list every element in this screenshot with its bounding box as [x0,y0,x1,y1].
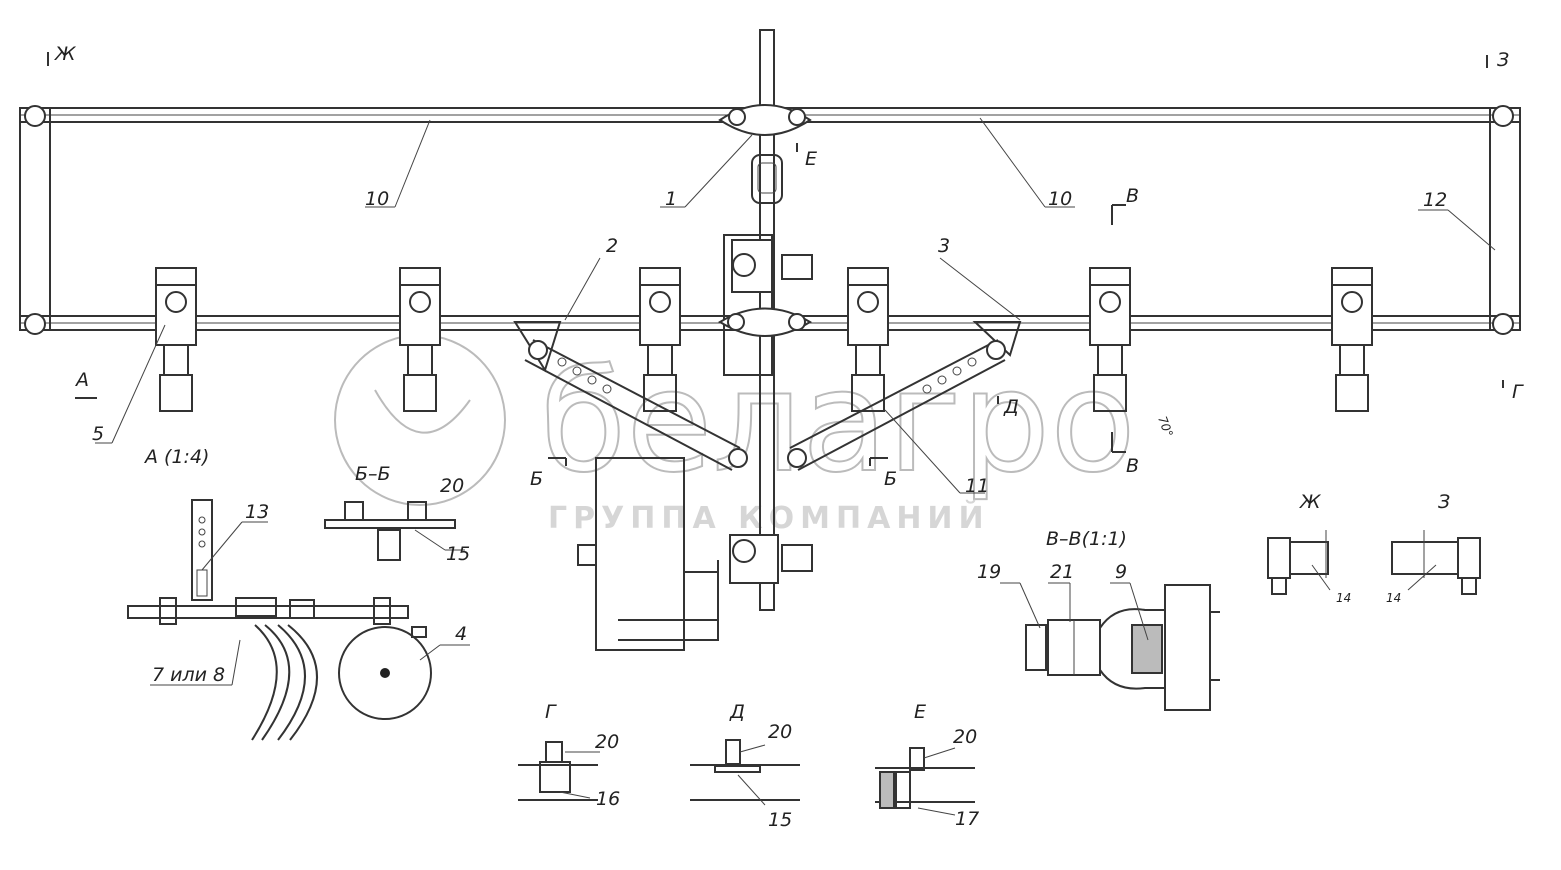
label-part-7-or-8: 7 или 8 [152,664,225,686]
label-part-14a: 14 [1336,591,1351,605]
label-part-21: 21 [1050,561,1074,583]
view-e [875,747,975,816]
main-frame [19,105,1521,335]
label-e-arrow: Е [805,148,817,170]
label-part-20-e: 20 [953,726,977,748]
labels: Ж З Е 1 2 3 10 10 12 В В А 5 Г Д 11 Б Б … [54,43,1524,831]
label-section-vv: В–В(1:1) [1046,528,1127,550]
label-v-bottom: В [1126,455,1139,477]
label-part-9: 9 [1115,561,1127,583]
label-view-zh: Ж [1299,491,1322,513]
label-view-d: Д [729,701,745,723]
label-part-20-g: 20 [595,731,619,753]
section-vv [1000,582,1220,711]
label-a-arrow: А [74,369,89,391]
clamps [155,267,1373,412]
label-section-bb: Б–Б [355,463,391,485]
label-part-16: 16 [596,788,620,810]
label-d-arrow: Д [1003,396,1019,418]
label-small-note: 70° [1155,414,1175,439]
label-part-3: 3 [938,235,950,257]
label-part-2: 2 [606,235,618,257]
section-bb [324,501,465,561]
label-part-20-bb: 20 [440,475,464,497]
label-part-14b: 14 [1386,591,1401,605]
label-part-19: 19 [977,561,1001,583]
label-part-15-bb: 15 [446,543,470,565]
label-part-17: 17 [955,808,979,830]
leaders [95,117,1496,494]
section-arrows [47,52,1504,466]
label-view-g: Г [545,701,557,723]
label-part-15-d: 15 [768,809,792,831]
watermark-subtitle: ГРУППА КОМПАНИЙ [548,500,990,536]
view-d [690,739,800,806]
label-view-e: Е [914,701,926,723]
label-part-12: 12 [1423,189,1447,211]
label-part-4: 4 [455,623,467,645]
links [513,321,1022,471]
detail-a [127,499,470,741]
label-g-arrow: Г [1512,381,1524,403]
label-z-top: З [1497,49,1509,71]
label-v-top: В [1126,185,1139,207]
watermark: белагро ГРУППА КОМПАНИЙ [334,334,1137,536]
label-part-11: 11 [965,475,989,497]
view-zh-z [1267,530,1481,595]
view-g [518,741,600,801]
label-view-z: З [1438,491,1450,513]
label-part-10b: 10 [1048,188,1072,210]
label-zh-top: Ж [54,43,77,65]
label-part-10a: 10 [365,188,389,210]
label-part-13: 13 [245,501,269,523]
label-part-5: 5 [92,423,104,445]
label-part-20-d: 20 [768,721,792,743]
label-b-right: Б [884,468,897,490]
central-post [577,29,813,651]
label-b-left: Б [530,468,543,490]
label-detail-a: А (1:4) [143,446,209,468]
label-part-1: 1 [665,188,677,210]
